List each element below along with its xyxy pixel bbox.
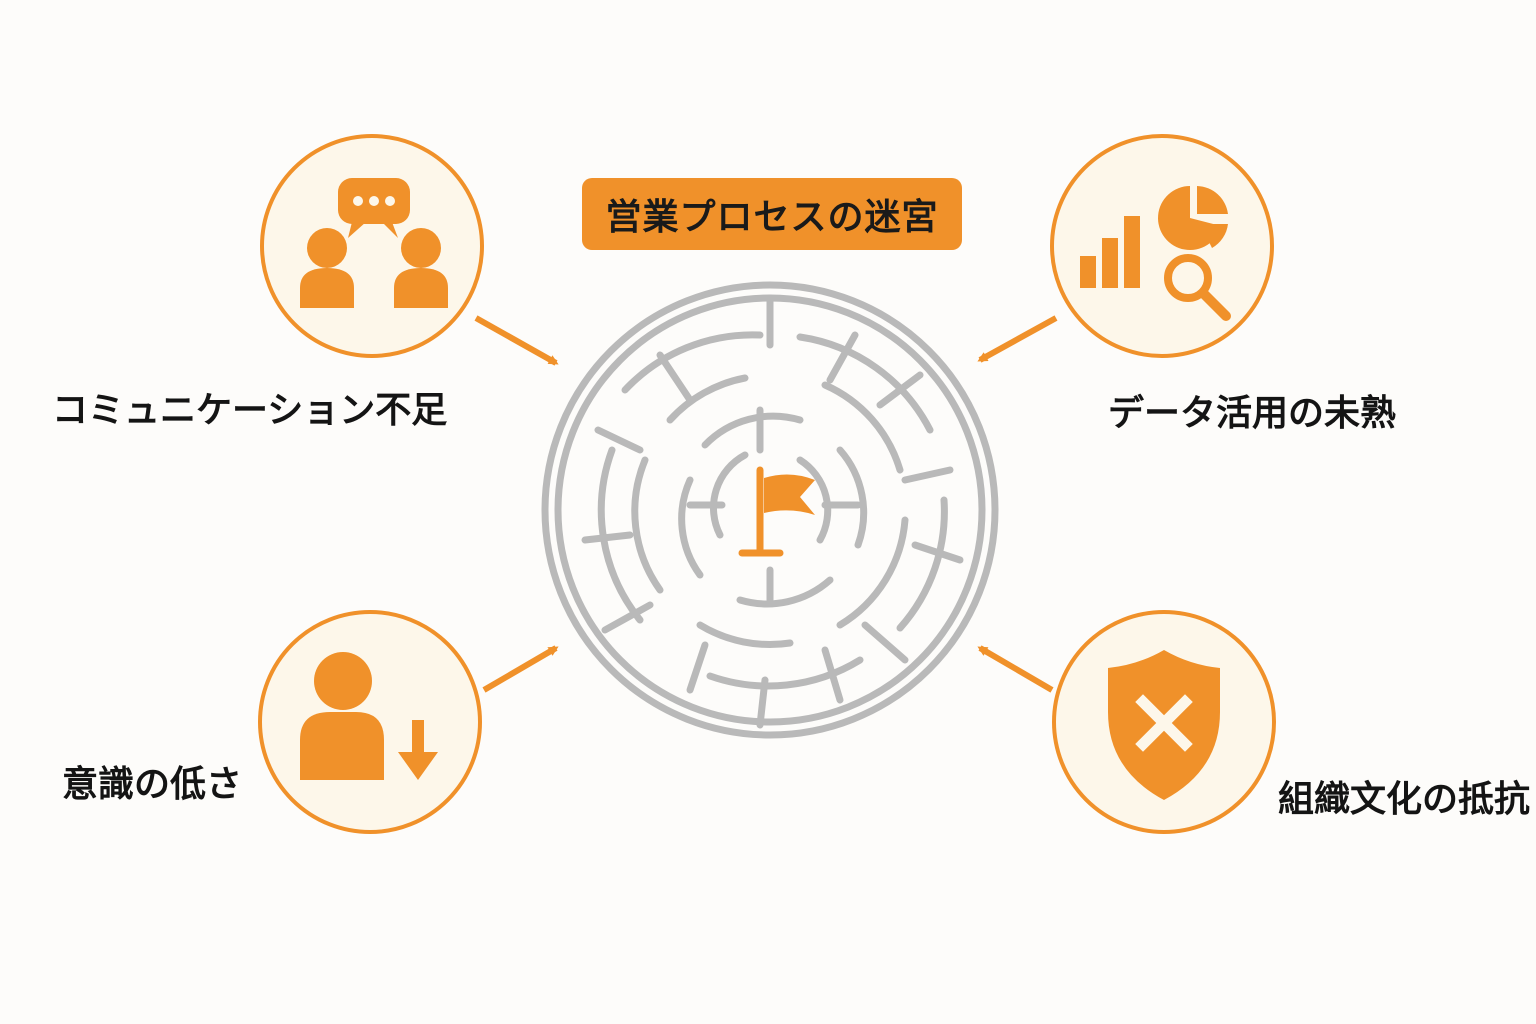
chart-magnifier-icon xyxy=(1080,186,1231,321)
arrow-bottom-right xyxy=(977,645,1054,693)
page-title: 営業プロセスの迷宮 xyxy=(605,197,939,238)
arrow-top-left xyxy=(474,315,559,366)
factor-circle-communication xyxy=(260,134,484,358)
flag-icon xyxy=(738,466,815,557)
factor-label-communication: コミュニケーション不足 xyxy=(52,390,448,431)
arrow-bottom-left xyxy=(482,645,559,693)
arrow-top-right xyxy=(977,315,1058,363)
factor-label-data: データ活用の未熟 xyxy=(1108,393,1397,434)
factor-circle-awareness xyxy=(258,610,482,834)
title-badge: 営業プロセスの迷宮 xyxy=(582,178,962,250)
factor-circle-culture xyxy=(1052,610,1276,834)
maze xyxy=(541,281,999,739)
chat-people-icon xyxy=(300,178,448,308)
person-down-arrow-icon xyxy=(300,652,438,780)
factor-circle-data xyxy=(1050,134,1274,358)
factor-label-culture: 組織文化の抵抗 xyxy=(1278,779,1531,820)
factor-label-awareness: 意識の低さ xyxy=(62,764,243,805)
shield-x-icon xyxy=(1108,650,1220,800)
